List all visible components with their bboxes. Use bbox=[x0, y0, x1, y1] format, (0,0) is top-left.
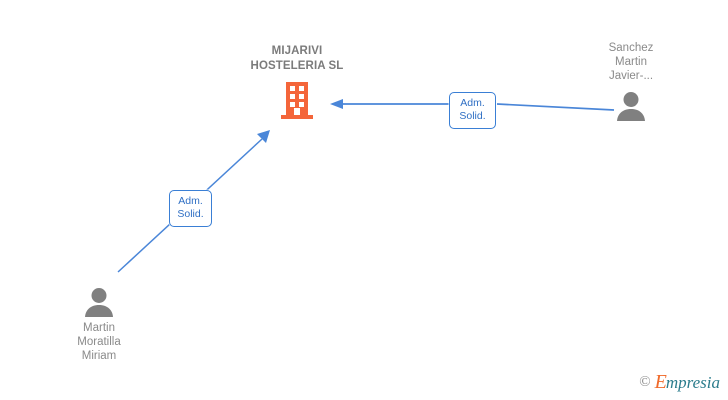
watermark: © E mpresia bbox=[639, 372, 720, 392]
person-right-name: Sanchez Martin Javier-... bbox=[608, 42, 654, 82]
person-left-name: Martin Moratilla Miriam bbox=[77, 322, 121, 362]
edge-left-arrowhead bbox=[257, 130, 270, 143]
person-node-right[interactable]: Sanchez Martin Javier-... bbox=[571, 41, 691, 121]
building-icon[interactable] bbox=[233, 80, 361, 120]
copyright-icon: © bbox=[639, 373, 651, 390]
company-name: MIJARIVI HOSTELERIA SL bbox=[250, 45, 344, 72]
person-icon[interactable] bbox=[39, 283, 159, 317]
relation-label-right[interactable]: Adm. Solid. bbox=[449, 92, 496, 129]
brand-rest: mpresia bbox=[665, 373, 720, 392]
brand-initial: E bbox=[654, 371, 667, 393]
person-node-left[interactable]: Martin Moratilla Miriam bbox=[39, 283, 159, 363]
company-node[interactable]: MIJARIVI HOSTELERIA SL bbox=[233, 44, 361, 120]
relation-label-left[interactable]: Adm. Solid. bbox=[169, 190, 212, 227]
person-icon[interactable] bbox=[571, 87, 691, 121]
brand-wordmark: E mpresia bbox=[655, 372, 720, 392]
